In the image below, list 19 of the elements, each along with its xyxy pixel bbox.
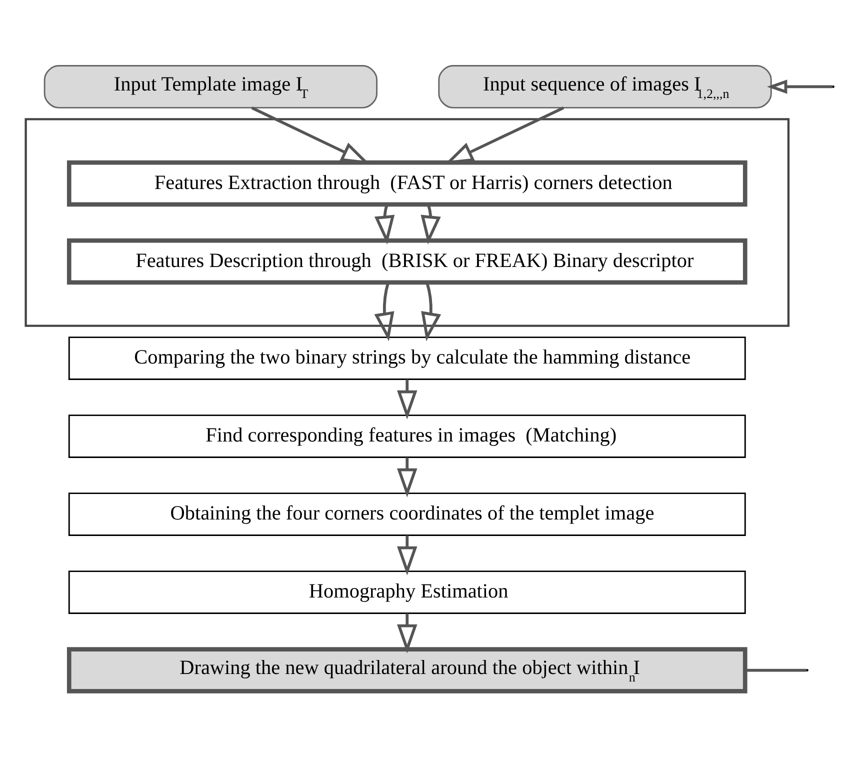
arrow: [397, 613, 418, 654]
node-box: Input sequence of images I$_{1,2,,,n}$: [438, 65, 772, 108]
cluster: [24, 118, 790, 327]
arrow: [421, 282, 442, 342]
arrow: [766, 80, 832, 94]
node-box: Obtaining the four corners coordinates of the templet image: [68, 492, 746, 536]
arrow: [397, 379, 418, 420]
connector: [746, 668, 806, 672]
node-box: Features Description through (BRISK or FREAK) Binary descriptor: [66, 238, 748, 285]
arrow: [397, 457, 418, 498]
arrow: [397, 535, 418, 576]
node-box: Homography Estimation: [68, 570, 746, 614]
arrow: [420, 204, 441, 245]
arrow: [374, 204, 395, 245]
arrow: [374, 282, 394, 342]
node-box: Find corresponding features in images (Matching): [68, 414, 746, 458]
node-box: Features Extraction through (FAST or Harris) corners detection: [66, 160, 748, 207]
node-box: Comparing the two binary strings by calculate the hamming distance: [68, 336, 746, 380]
node-box: Input Template image I$_{T}$: [44, 65, 378, 108]
